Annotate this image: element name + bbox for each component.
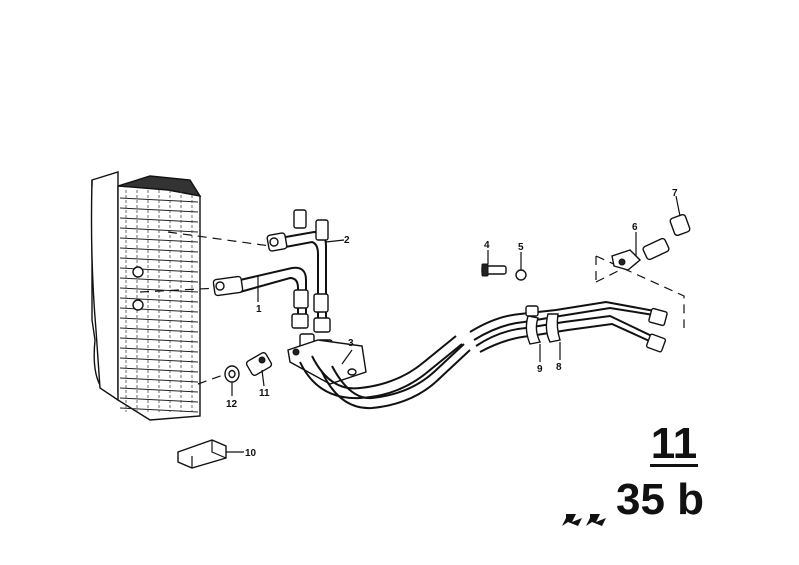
- washer-part-5: [515, 269, 527, 281]
- star-icon: [586, 514, 606, 526]
- label-12: 12: [226, 399, 238, 410]
- label-9: 9: [537, 364, 543, 375]
- section-number-bottom: 35 b: [616, 475, 704, 524]
- label-11: 11: [259, 388, 270, 399]
- section-number: 11 35 b: [616, 419, 704, 524]
- label-leader-lines: [226, 195, 681, 453]
- cap-part-7: [669, 213, 691, 237]
- oil-cooler: [90, 171, 202, 421]
- banjo-bolt-part-11: [245, 351, 273, 377]
- label-5: 5: [518, 242, 524, 253]
- line-clamps: [525, 305, 561, 345]
- clip-part-10: [177, 439, 227, 469]
- assembly-guide-lines: [139, 231, 685, 385]
- label-6: 6: [632, 222, 638, 233]
- label-7: 7: [672, 188, 678, 199]
- section-number-top: 11: [651, 419, 698, 468]
- section-divider: [650, 464, 698, 467]
- mounting-bracket: [287, 339, 367, 385]
- label-10: 10: [245, 448, 257, 459]
- label-1: 1: [256, 304, 262, 315]
- part-labels: 1 2 3 4 5 6 7 8 9 10 11 12: [226, 188, 678, 459]
- label-4: 4: [484, 240, 490, 251]
- label-3: 3: [348, 338, 354, 349]
- seal-ring-part-12: [224, 365, 240, 383]
- label-8: 8: [556, 362, 562, 373]
- oil-lines-main: [299, 300, 668, 410]
- label-2: 2: [344, 235, 350, 246]
- rating-stars: [562, 514, 606, 526]
- cooler-core-fins: [119, 190, 199, 413]
- bolt-part-4: [481, 263, 507, 277]
- oil-line-lower: [212, 266, 307, 318]
- connector-part-6: [611, 237, 670, 271]
- star-icon: [562, 514, 582, 526]
